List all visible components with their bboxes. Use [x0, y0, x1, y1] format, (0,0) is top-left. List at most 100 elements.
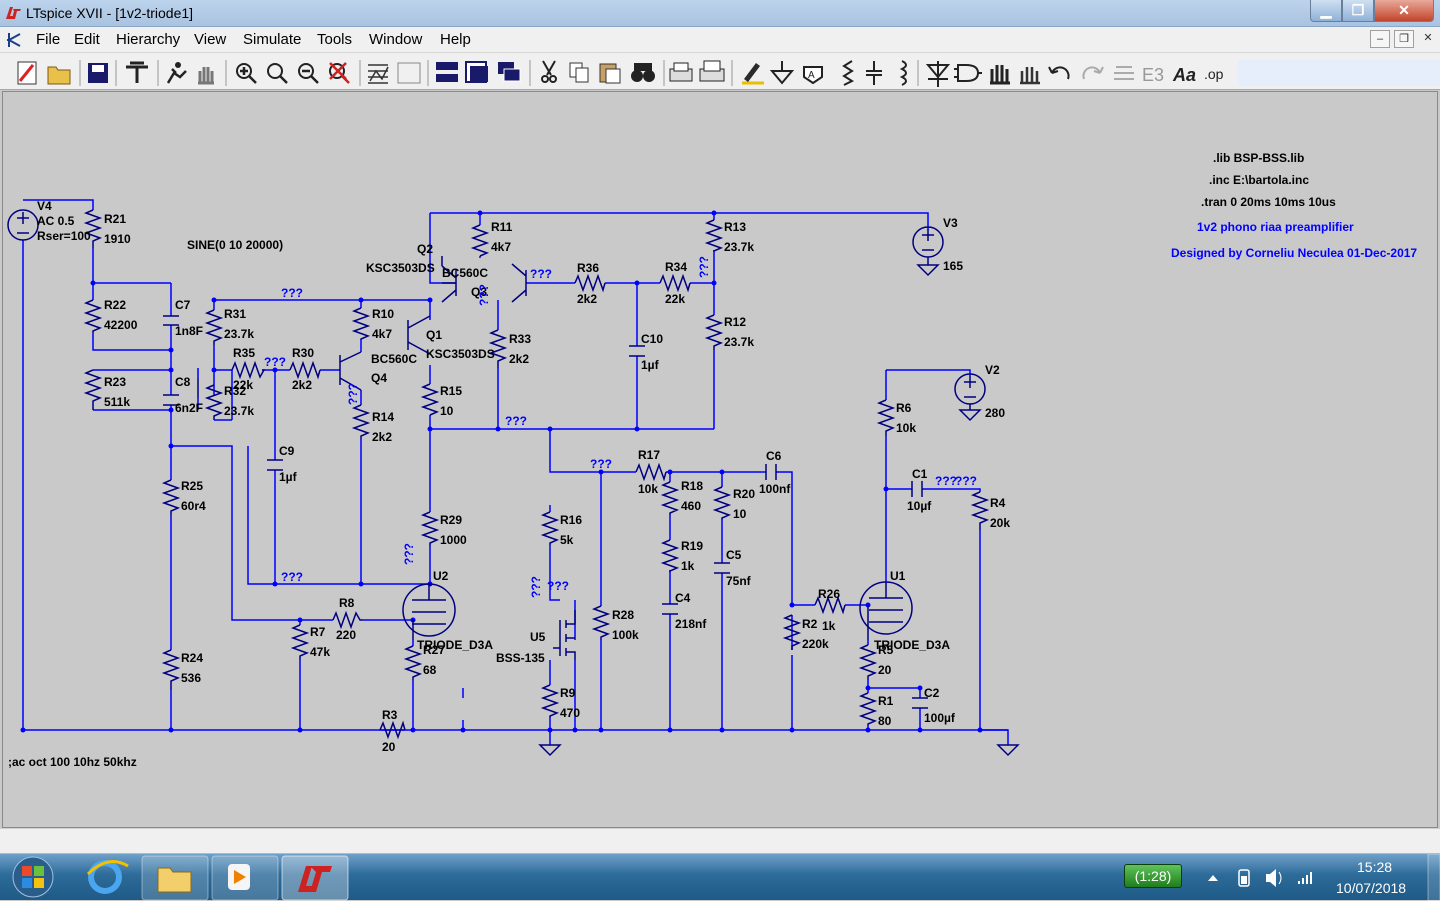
resistor-r16-name[interactable]: R16 — [560, 513, 582, 527]
resistor-r34-value[interactable]: 22k — [665, 292, 685, 306]
pan-hand-icon[interactable] — [198, 67, 214, 85]
text-icon[interactable]: Aa — [1172, 65, 1196, 85]
tile-vertical-icon[interactable] — [465, 61, 488, 83]
resistor-icon[interactable] — [842, 60, 855, 86]
inductor-icon[interactable] — [899, 60, 907, 86]
resistor-r34-name[interactable]: R34 — [665, 260, 687, 274]
capacitor-c8-value[interactable]: 6n2F — [175, 401, 203, 415]
capacitor-c5-value[interactable]: 75nf — [726, 574, 752, 588]
resistor-r28-name[interactable]: R28 — [612, 608, 634, 622]
tile-horizontal-icon[interactable] — [436, 62, 458, 82]
capacitor-c7-name[interactable]: C7 — [175, 298, 191, 312]
show-hidden-icons-icon[interactable] — [1208, 875, 1218, 881]
resistor-r32-value[interactable]: 23.7k — [224, 404, 254, 418]
capacitor-c9-value[interactable]: 1µf — [279, 470, 298, 484]
capacitor-c2-name[interactable]: C2 — [924, 686, 940, 700]
ltspice-taskbar-icon[interactable] — [281, 855, 349, 901]
wire-pencil-icon[interactable] — [742, 63, 764, 85]
resistor-r26-value[interactable]: 1k — [822, 619, 836, 633]
paste-icon[interactable] — [599, 63, 621, 84]
control-panel-icon[interactable] — [126, 61, 148, 83]
power-icon[interactable] — [1238, 869, 1250, 887]
file-explorer-icon[interactable] — [141, 855, 209, 901]
capacitor-icon[interactable] — [866, 61, 882, 85]
resistor-r1-value[interactable]: 80 — [878, 714, 892, 728]
resistor-r3-value[interactable]: 20 — [382, 740, 396, 754]
resistor-r36-value[interactable]: 2k2 — [577, 292, 597, 306]
capacitor-c4-name[interactable]: C4 — [675, 591, 691, 605]
device-q4-name[interactable]: Q4 — [371, 371, 387, 385]
net-label-unknown[interactable]: ??? — [955, 474, 977, 488]
net-label-unknown[interactable]: ??? — [590, 457, 612, 471]
resistor-r13-name[interactable]: R13 — [724, 220, 746, 234]
net-label-unknown[interactable]: ??? — [547, 579, 569, 593]
resistor-r29-name[interactable]: R29 — [440, 513, 462, 527]
resistor-r10-value[interactable]: 4k7 — [372, 327, 392, 341]
device-q2-model[interactable]: KSC3503DS — [366, 261, 435, 275]
zoom-in-icon[interactable] — [236, 63, 257, 84]
capacitor-c4-value[interactable]: 218nf — [675, 617, 707, 631]
resistor-r26-name[interactable]: R26 — [818, 587, 840, 601]
resistor-r9-value[interactable]: 470 — [560, 706, 580, 720]
resistor-r19-value[interactable]: 1k — [681, 559, 695, 573]
resistor-r22-value[interactable]: 42200 — [104, 318, 138, 332]
menu-tools[interactable]: Tools — [317, 31, 353, 48]
print-icon[interactable] — [669, 62, 693, 82]
device-u5-name[interactable]: U5 — [530, 630, 546, 644]
menu-edit[interactable]: Edit — [74, 31, 100, 48]
document-icon[interactable] — [6, 31, 24, 49]
clock-date[interactable]: 10/07/2018 — [1336, 880, 1407, 896]
resistor-r15-value[interactable]: 10 — [440, 404, 454, 418]
undo-icon[interactable] — [1048, 66, 1070, 80]
resistor-r27-value[interactable]: 68 — [423, 663, 437, 677]
drag-hand-icon[interactable] — [1020, 67, 1040, 85]
net-label-unknown[interactable]: ??? — [935, 474, 957, 488]
resistor-r17-value[interactable]: 10k — [638, 482, 658, 496]
source-v2-name[interactable]: V2 — [985, 363, 1000, 377]
net-label-unknown[interactable]: ??? — [477, 284, 491, 306]
net-label-unknown[interactable]: ??? — [529, 576, 543, 598]
resistor-r23-name[interactable]: R23 — [104, 375, 126, 389]
net-label-unknown[interactable]: ??? — [346, 383, 360, 405]
resistor-r2-name[interactable]: R2 — [802, 617, 818, 631]
resistor-r20-value[interactable]: 10 — [733, 507, 747, 521]
resistor-r9-name[interactable]: R9 — [560, 686, 576, 700]
resistor-r11-name[interactable]: R11 — [491, 220, 513, 234]
print-preview-icon[interactable] — [699, 60, 725, 82]
comment-author[interactable]: Designed by Corneliu Neculea 01-Dec-2017 — [1171, 246, 1417, 260]
zoom-area-icon[interactable] — [267, 63, 288, 84]
media-player-icon[interactable] — [211, 855, 279, 901]
find-icon[interactable] — [631, 63, 655, 82]
resistor-r35-name[interactable]: R35 — [233, 346, 255, 360]
ground-icon[interactable] — [769, 61, 795, 85]
menu-view[interactable]: View — [194, 31, 227, 48]
child-minimize-button[interactable]: – — [1370, 30, 1390, 48]
network-icon[interactable] — [1298, 872, 1312, 884]
menu-simulate[interactable]: Simulate — [243, 31, 302, 48]
source-v4-name[interactable]: V4 — [37, 199, 52, 213]
component-icon[interactable] — [954, 64, 982, 82]
net-label-unknown[interactable]: ??? — [530, 267, 552, 281]
resistor-r33-value[interactable]: 2k2 — [509, 352, 529, 366]
resistor-r24-value[interactable]: 536 — [181, 671, 201, 685]
capacitor-c2-value[interactable]: 100µf — [924, 711, 956, 725]
device-q4-model[interactable]: BC560C — [371, 352, 417, 366]
ac-analysis-comment[interactable]: ;ac oct 100 10hz 50khz — [8, 755, 137, 769]
menu-help[interactable]: Help — [440, 31, 471, 48]
resistor-r20-name[interactable]: R20 — [733, 487, 755, 501]
resistor-r19-name[interactable]: R19 — [681, 539, 703, 553]
capacitor-c6-value[interactable]: 100nf — [759, 482, 791, 496]
resistor-r1-name[interactable]: R1 — [878, 694, 894, 708]
tube-u1-model[interactable]: TRIODE_D3A — [874, 638, 950, 652]
net-label-unknown[interactable]: ??? — [281, 286, 303, 300]
comment-title[interactable]: 1v2 phono riaa preamplifier — [1197, 220, 1354, 234]
net-label-unknown[interactable]: ??? — [264, 355, 286, 369]
show-desktop-button[interactable] — [1427, 854, 1440, 901]
resistor-r5-value[interactable]: 20 — [878, 663, 892, 677]
capacitor-c10-value[interactable]: 1µf — [641, 358, 660, 372]
resistor-r4-value[interactable]: 20k — [990, 516, 1010, 530]
net-label-unknown[interactable]: ??? — [697, 256, 711, 278]
redo-icon[interactable] — [1082, 66, 1104, 80]
resistor-r14-name[interactable]: R14 — [372, 410, 394, 424]
